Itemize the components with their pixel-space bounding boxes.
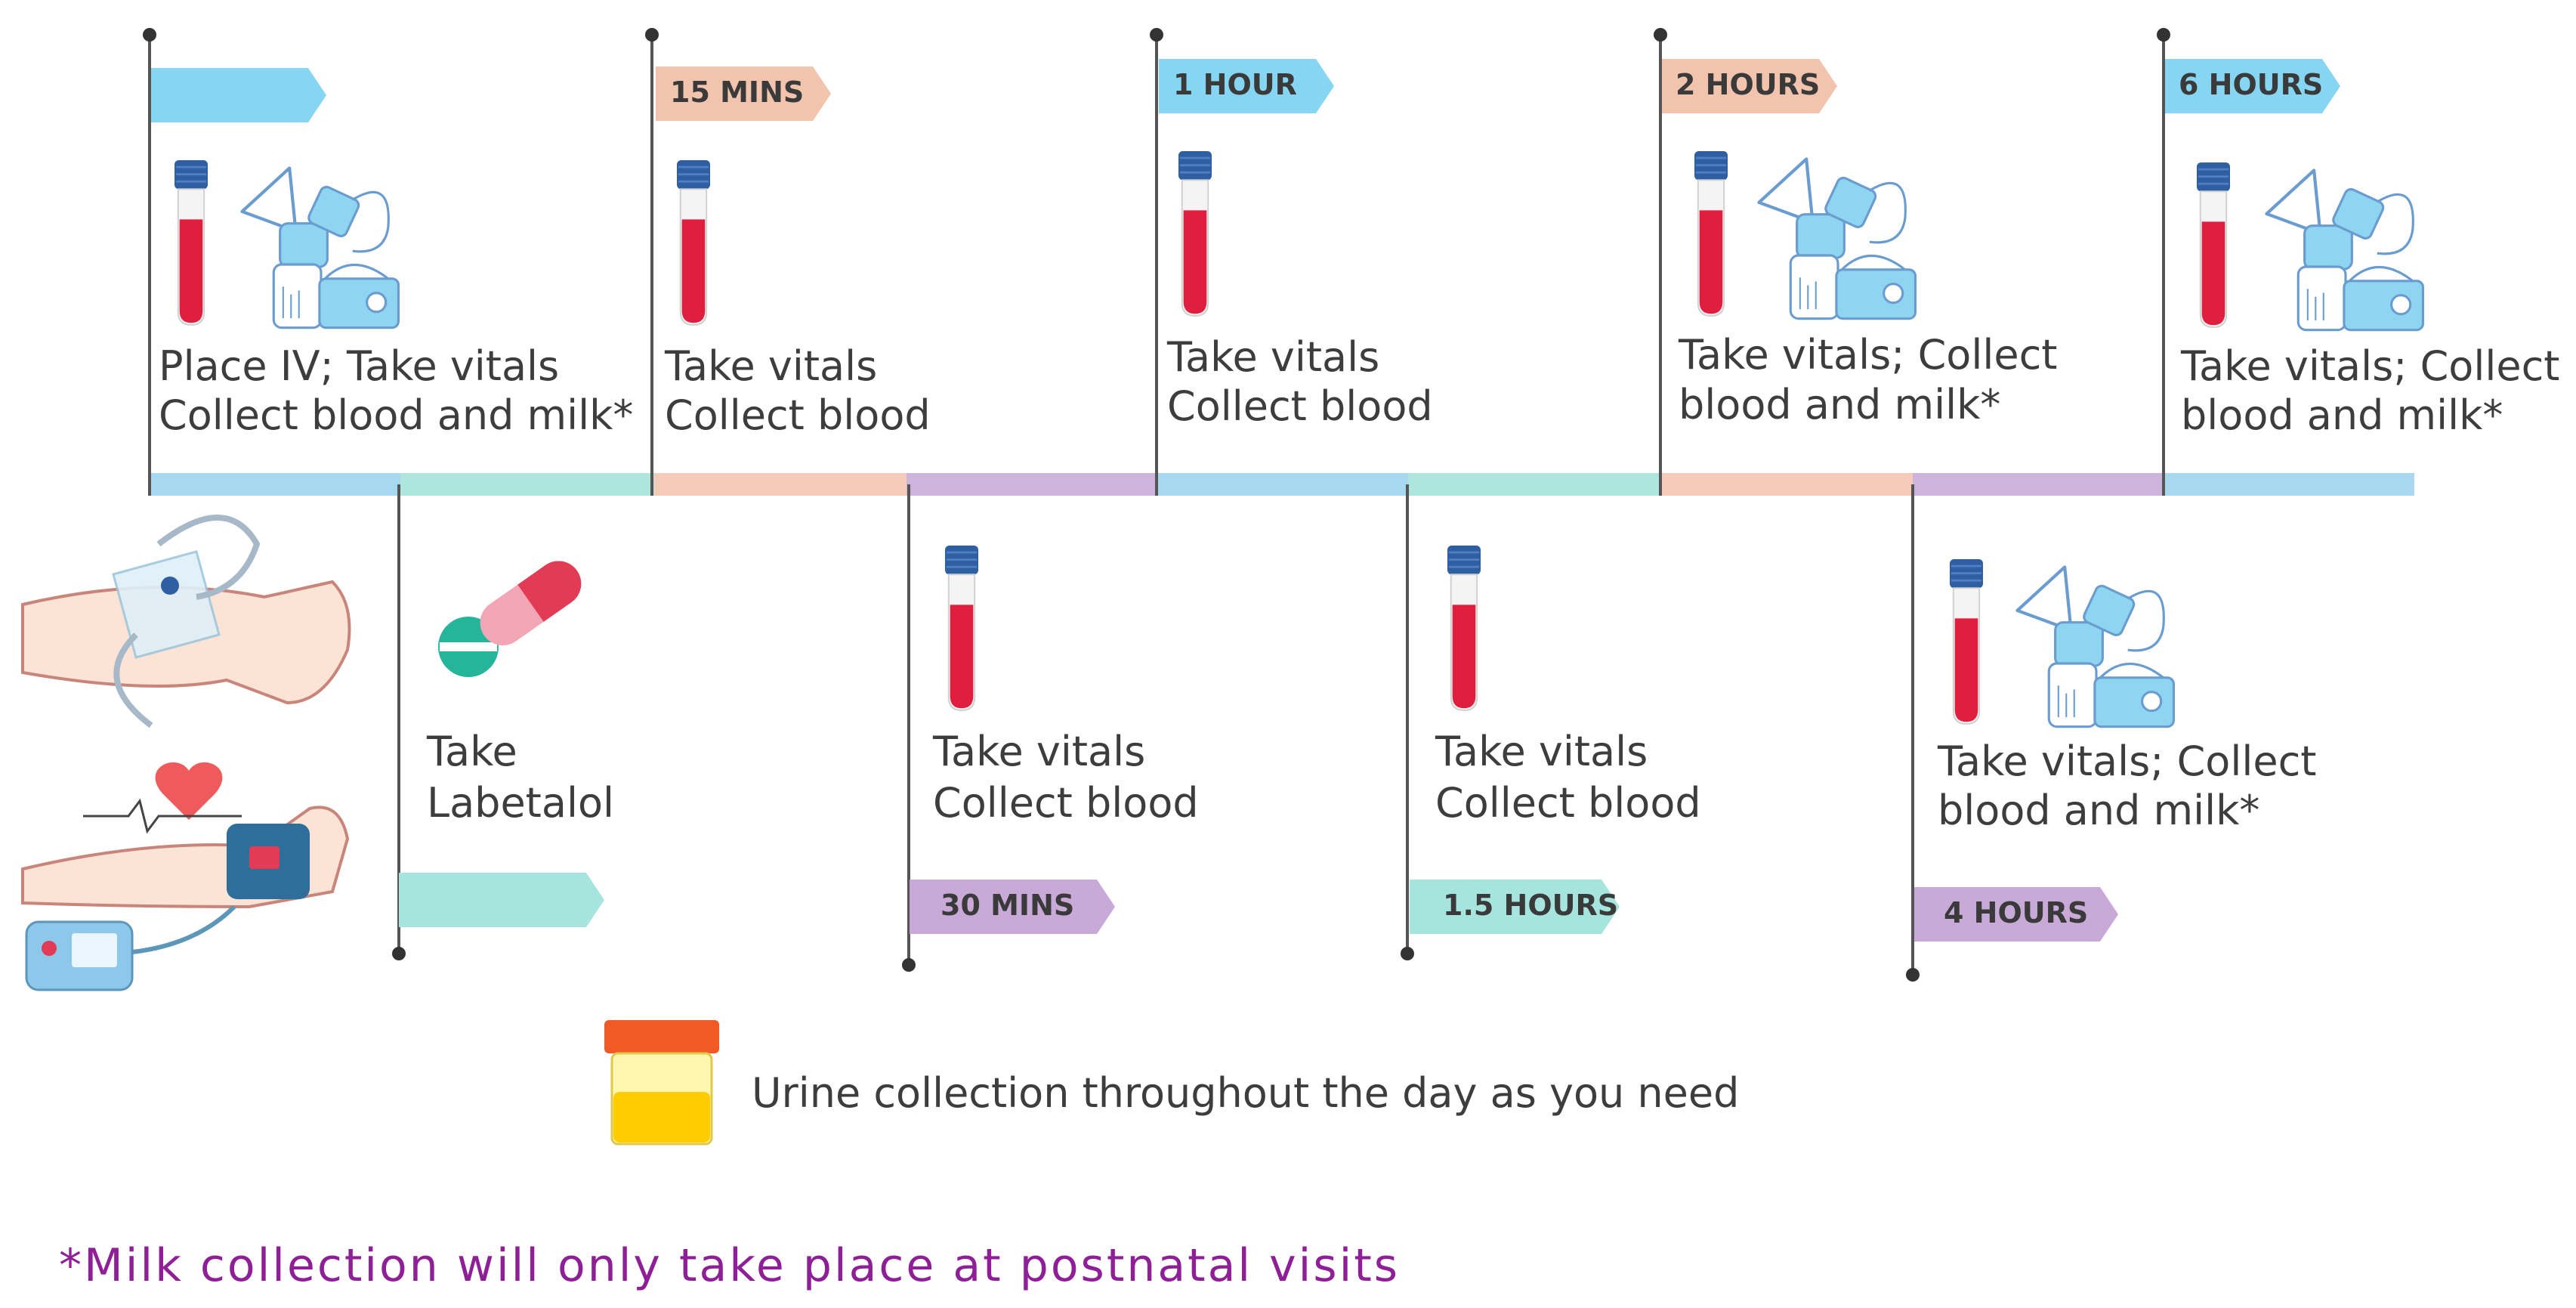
step-3-line1: Take vitals (1167, 333, 1380, 381)
timeline-band-segment-7 (1662, 473, 1913, 496)
heart-icon (155, 762, 223, 820)
marker-dot-down-4 (1906, 968, 1920, 982)
blood-tube-icon-upper-4 (1694, 151, 1728, 317)
urine-cup-fill (613, 1092, 710, 1143)
tag-1-hour (1159, 59, 1334, 113)
pills-icon (438, 561, 582, 677)
breast-pump-icon-upper-1 (242, 168, 398, 327)
milk-footnote: *Milk collection will only take place at… (59, 1239, 1401, 1292)
blood-tube-icon-lower-2 (944, 546, 979, 712)
timeline-band-segment-8 (1913, 473, 2164, 496)
bp-cuff-badge (249, 846, 280, 869)
timeline-band-segment-3 (654, 473, 907, 496)
tag-4-hours-label: 4 HOURS (1944, 896, 2089, 929)
blood-tube-icon-lower-4 (1949, 559, 1984, 725)
timeline-band-segment-4 (907, 473, 1157, 496)
lower-step-1-line1: Take (427, 728, 517, 775)
iv-dressing (112, 550, 221, 659)
marker-dot-down-2 (902, 958, 916, 972)
pill-capsule-half (517, 561, 582, 622)
step-2-line2: Collect blood (665, 391, 931, 439)
step-5-line1: Take vitals; Collect (2181, 342, 2560, 390)
tag-1-5-hours-label: 1.5 HOURS (1443, 889, 1619, 922)
lower-step-2-line1: Take vitals (933, 728, 1146, 775)
tag-15-mins-label: 15 MINS (670, 76, 805, 109)
breast-pump-icon-lower-4 (2017, 567, 2173, 726)
marker-dot-up-1 (143, 28, 156, 42)
tag-2-hours (1662, 59, 1837, 113)
blood-tube-icon-upper-5 (2196, 162, 2231, 329)
iv-arm-icon (21, 515, 351, 728)
urine-cup-lid (604, 1020, 719, 1053)
pulse-line (83, 798, 242, 834)
lower-step-2-line2: Collect blood (933, 779, 1199, 827)
step-4-line2: blood and milk* (1679, 381, 2001, 428)
marker-dot-up-2 (645, 28, 659, 42)
bp-monitor-button (42, 941, 57, 956)
urine-collection-text: Urine collection throughout the day as y… (752, 1069, 1740, 1117)
tag-labetalol (399, 873, 604, 927)
iv-port (161, 577, 179, 595)
timeline-band-segment-9 (2164, 473, 2414, 496)
step-5-line2: blood and milk* (2181, 391, 2503, 439)
bp-monitor-screen (72, 933, 117, 967)
blood-tube-icon-upper-1 (174, 160, 208, 326)
marker-dot-down-3 (1401, 947, 1414, 960)
tag-6-hours-label: 6 HOURS (2179, 68, 2324, 101)
marker-dot-down-1 (392, 947, 406, 960)
iv-tube (156, 515, 261, 600)
urine-cup-icon (604, 1020, 719, 1146)
lower-step-1-line2: Labetalol (427, 779, 614, 827)
tag-1-hour-label: 1 HOUR (1173, 68, 1297, 101)
timeline-band-segment-6 (1408, 473, 1662, 496)
step-2-line1: Take vitals (665, 342, 878, 390)
step-1-line1: Place IV; Take vitals (159, 342, 560, 390)
tag-start-top (151, 68, 326, 122)
pill-capsule (480, 561, 582, 646)
tag-15-mins (656, 66, 831, 121)
bp-hose (131, 904, 236, 954)
lower-step-3-line2: Collect blood (1435, 779, 1701, 827)
marker-dot-up-4 (1654, 28, 1667, 42)
lower-step-4-line2: blood and milk* (1938, 787, 2260, 834)
tag-30-mins-label: 30 MINS (941, 889, 1075, 922)
breast-pump-icon-upper-4 (1759, 159, 1915, 318)
step-4-line1: Take vitals; Collect (1679, 331, 2058, 379)
blood-tube-icon-lower-3 (1447, 546, 1481, 712)
pill-tablet-score (440, 642, 497, 651)
tag-2-hours-label: 2 HOURS (1676, 68, 1821, 101)
tag-30-mins (910, 880, 1115, 934)
blood-pressure-icon (21, 762, 350, 991)
step-3-line2: Collect blood (1167, 382, 1433, 430)
timeline-band-segment-1 (150, 473, 400, 496)
tag-4-hours (1914, 887, 2118, 942)
lower-step-4-line1: Take vitals; Collect (1938, 737, 2317, 785)
blood-tube-icon-upper-2 (676, 160, 711, 326)
lower-step-3-line1: Take vitals (1435, 728, 1648, 775)
marker-dot-up-3 (1150, 28, 1163, 42)
iv-tube-lower (113, 632, 153, 728)
step-1-line2: Collect blood and milk* (159, 391, 634, 439)
marker-dot-up-5 (2157, 28, 2170, 42)
tag-6-hours (2165, 59, 2340, 113)
timeline-band-segment-5 (1157, 473, 1408, 496)
blood-tube-icon-upper-3 (1178, 151, 1212, 317)
tag-1-5-hours (1410, 880, 1620, 934)
timeline-band-segment-2 (400, 473, 654, 496)
breast-pump-icon-upper-5 (2266, 170, 2423, 329)
